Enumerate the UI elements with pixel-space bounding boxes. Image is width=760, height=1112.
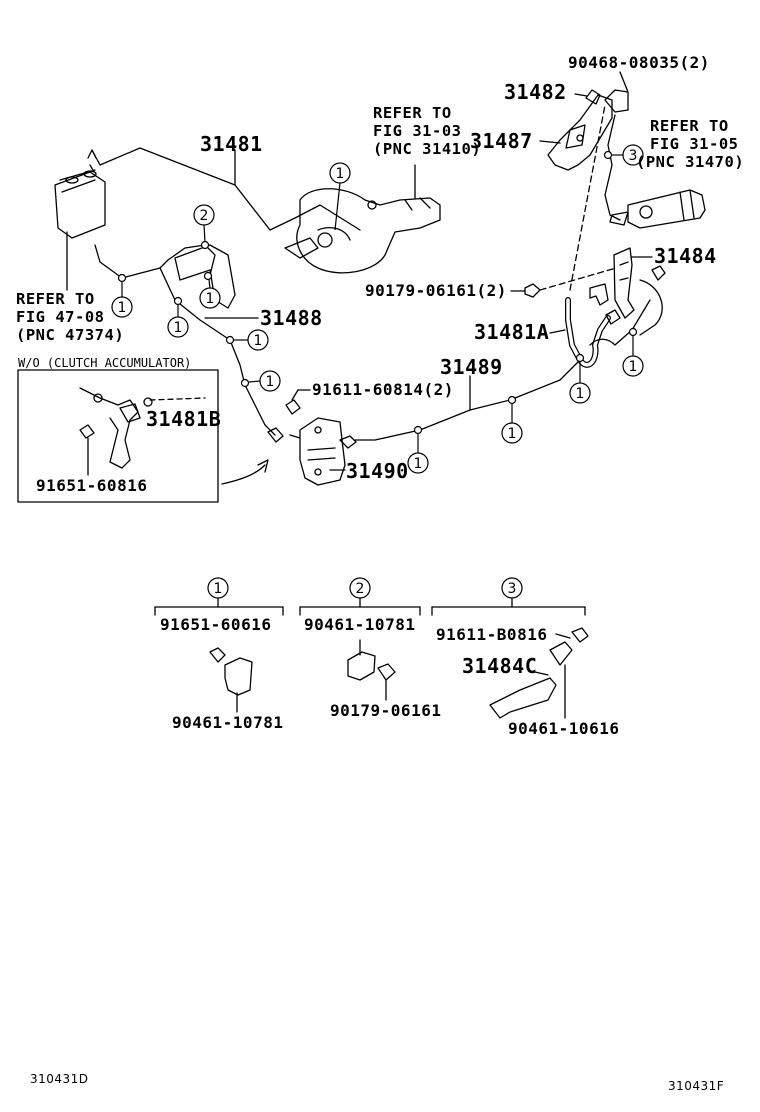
callout-1: 1: [508, 426, 517, 442]
clutch-release-cylinder: [609, 189, 706, 229]
ref-line: FIG 31-05: [650, 135, 739, 153]
label-90468-08035: 90468-08035(2): [568, 53, 710, 72]
legend-label-91611-B0816: 91611-B0816: [436, 625, 548, 644]
bracket-31484C: [489, 677, 557, 719]
clip-90461-b1: [224, 657, 253, 696]
ref-line: (PNC 31410): [373, 140, 482, 158]
ref-block-47374: REFER TO FIG 47-08 (PNC 47374): [16, 290, 124, 344]
hose-31481A: [565, 297, 611, 368]
bracket-90468: [604, 89, 629, 113]
footer-code-right: 310431F: [668, 1079, 725, 1093]
tube-31488: [94, 244, 276, 436]
legend-label-91651-60616: 91651-60616: [160, 615, 272, 634]
tube-31488-b: [159, 244, 216, 276]
inset-box: [17, 369, 219, 503]
ref-line: REFER TO: [650, 117, 729, 135]
tube-31481: [91, 147, 361, 231]
clip-90461-b3: [549, 641, 573, 666]
bolt-91611: [285, 399, 301, 415]
bolt-91611-b: [571, 627, 589, 643]
valve-31490: [289, 417, 346, 486]
tube-right-loop: [589, 299, 651, 346]
reservoir-part: [54, 149, 106, 239]
bracket-31487: [547, 94, 613, 171]
nut-90179: [524, 283, 541, 298]
ref-line: (PNC 31470): [636, 153, 745, 171]
bolt-31482: [585, 89, 601, 105]
bolt-91651-b: [209, 647, 226, 663]
label-91611-60814: 91611-60814(2): [312, 380, 454, 399]
ref-line: FIG 47-08: [16, 308, 105, 326]
callout-text: 1 2 1 1 1 1 1 3 1 1 1 1 1 2 3: [118, 148, 638, 597]
callout-1: 1: [336, 166, 345, 182]
legend-label-90461-10781-a: 90461-10781: [172, 713, 284, 732]
callouts: [111, 144, 644, 599]
callout-1: 1: [414, 456, 423, 472]
callout-1: 1: [118, 300, 127, 316]
nut-90179-b: [377, 663, 396, 681]
label-31481A: 31481A: [474, 320, 550, 344]
legend-callout-1: 1: [214, 581, 223, 597]
callout-1: 1: [629, 359, 638, 375]
inset-part-31481B: [79, 387, 206, 469]
callout-1: 1: [254, 333, 263, 349]
ref-line: FIG 31-03: [373, 122, 462, 140]
leader-31484C: [534, 671, 549, 676]
label-31490: 31490: [346, 459, 409, 483]
tube-upper-right: [604, 114, 621, 221]
callout-1: 1: [174, 320, 183, 336]
label-90179-06161: 90179-06161(2): [365, 281, 507, 300]
footer-code-left: 310431D: [30, 1072, 89, 1086]
callout-1: 1: [576, 386, 585, 402]
ref-line: REFER TO: [373, 104, 452, 122]
bracket-clamp-2: [174, 244, 236, 309]
label-31481B: 31481B: [146, 407, 222, 431]
ref-line: REFER TO: [16, 290, 95, 308]
label-31487: 31487: [470, 129, 533, 153]
legend-callout-3: 3: [508, 581, 517, 597]
master-cylinder-part: [284, 188, 441, 274]
clip-31484-small: [589, 283, 609, 306]
callout-1: 1: [206, 291, 215, 307]
label-31484: 31484: [654, 244, 717, 268]
legend-label-90461-10781-b: 90461-10781: [304, 615, 416, 634]
legend-label-90461-10616: 90461-10616: [508, 719, 620, 738]
dashed-leader-1: [569, 104, 606, 291]
inset-title: W/O (CLUTCH ACCUMULATOR): [18, 356, 192, 370]
legend-label-31484C: 31484C: [462, 654, 538, 678]
dashed-leader-2: [539, 267, 617, 291]
arrow-inset: [221, 459, 269, 485]
callout-2: 2: [200, 208, 209, 224]
clip-90461-b2: [347, 651, 376, 681]
legend-label-90179-06161: 90179-06161: [330, 701, 442, 720]
leader-31481A: [549, 329, 566, 334]
ref-block-31410: REFER TO FIG 31-03 (PNC 31410): [373, 104, 481, 158]
ref-block-31470: REFER TO FIG 31-05 (PNC 31470): [636, 117, 758, 171]
leader-90468: [619, 71, 629, 93]
callout-3: 3: [629, 148, 638, 164]
callout-dots: [117, 150, 638, 435]
label-91651-60816: 91651-60816: [36, 476, 148, 495]
callout-1: 1: [266, 374, 275, 390]
label-31488: 31488: [260, 306, 323, 330]
label-31481: 31481: [200, 132, 263, 156]
ref-line: (PNC 47374): [16, 326, 125, 344]
legend-callout-2: 2: [356, 581, 365, 597]
bracket-31484: [613, 247, 635, 319]
label-31482: 31482: [504, 80, 567, 104]
nut-31484: [651, 265, 666, 281]
label-31489: 31489: [440, 355, 503, 379]
leader-31487: [539, 140, 561, 144]
callout-leaders: [121, 154, 634, 453]
